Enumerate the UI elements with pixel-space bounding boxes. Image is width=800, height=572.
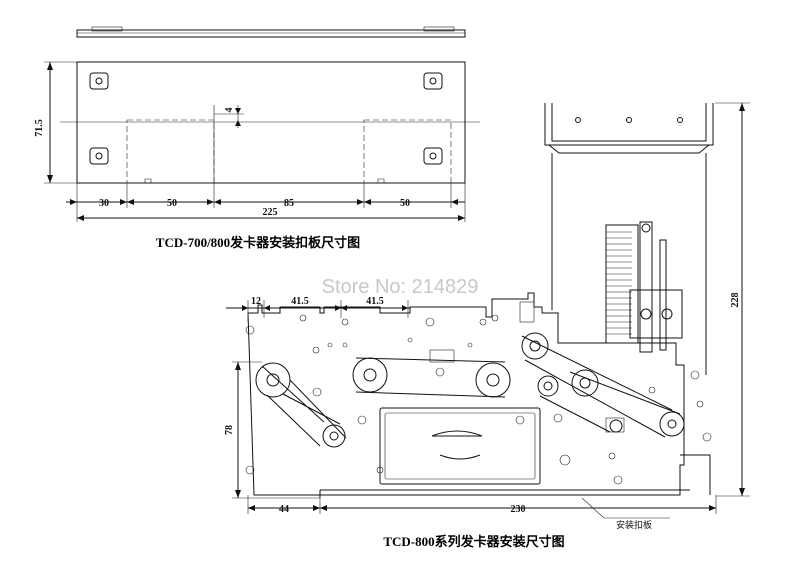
mechanism-drawing: 12 41.5 41.5 78 44 230 22 [224, 102, 750, 549]
dim-top-row: 12 41.5 41.5 [226, 296, 410, 322]
plate-edge-view [76, 26, 466, 38]
plate-callout: 安装扣板 [581, 497, 670, 530]
dim-slot-offset-label: 4 [224, 108, 235, 113]
dim-44: 44 [279, 504, 289, 515]
side-plate [247, 292, 711, 498]
dim-12: 12 [251, 296, 261, 307]
screws [245, 314, 712, 485]
dim-50a: 50 [167, 198, 177, 209]
dim-230: 230 [511, 504, 526, 515]
keyhole-mounts [89, 72, 443, 165]
dim-slot-offset: 4 [214, 105, 244, 128]
top-caption: TCD-700/800发卡器安装扣板尺寸图 [156, 235, 360, 250]
dim-bottom-row: 44 230 [247, 495, 717, 515]
dim-30: 30 [99, 198, 109, 209]
dim-78-label: 78 [224, 425, 235, 435]
dim-85: 85 [284, 198, 294, 209]
dim-41-5b: 41.5 [366, 296, 384, 307]
dim-228: 228 [715, 102, 750, 497]
card-brush [605, 221, 683, 353]
dim-50b: 50 [400, 198, 410, 209]
callout-label: 安装扣板 [616, 519, 652, 530]
top-plate-drawing: 71.5 4 30 50 85 50 225 TCD-700/ [34, 26, 480, 250]
belts [261, 335, 681, 447]
dim-row: 30 50 85 50 225 [66, 183, 466, 222]
sensor-block [429, 349, 455, 363]
dim-height: 71.5 [34, 61, 77, 184]
side-sensor [605, 417, 625, 433]
bottom-caption: TCD-800系列发卡器安装尺寸图 [383, 534, 564, 549]
top-bracket [544, 103, 714, 375]
plate-front-view [60, 61, 480, 184]
dim-height-label: 71.5 [34, 119, 45, 137]
dim-41-5a: 41.5 [291, 296, 309, 307]
dim-78: 78 [224, 361, 320, 499]
dim-228-label: 228 [730, 293, 741, 308]
card-slot [379, 407, 541, 485]
dim-225: 225 [263, 207, 278, 218]
top-sensor [519, 301, 535, 323]
watermark: Store No: 214829 [322, 276, 479, 298]
